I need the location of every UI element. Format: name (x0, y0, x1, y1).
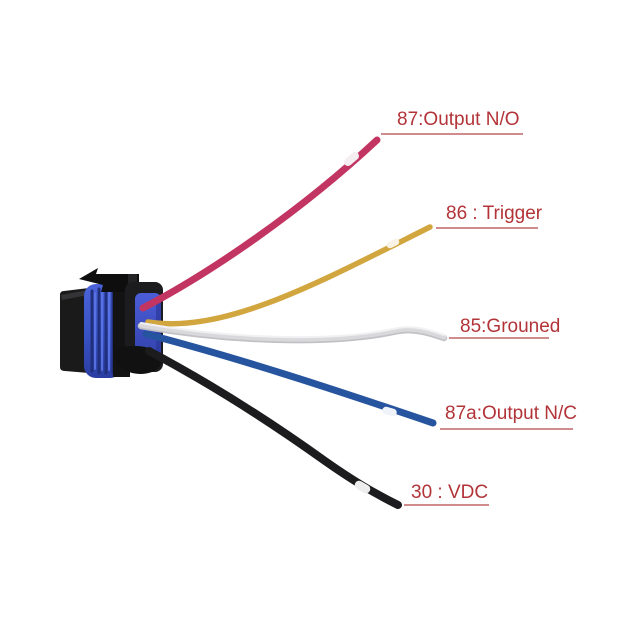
wires (137, 136, 448, 509)
label-pin-87: 87:Output N/O (381, 110, 523, 135)
wire-86-yellow (145, 224, 433, 327)
connector-latch (79, 268, 139, 292)
label-pin-30: 30 : VDC (404, 483, 489, 506)
wire-87-strip-gap (344, 152, 359, 166)
wire-85-highlight (140, 322, 445, 339)
connector-left-cap-highlight (61, 290, 88, 300)
label-pin-85: 85:Grouned (449, 317, 560, 339)
label-pin-87a: 87a:Output N/C (440, 404, 577, 430)
wire-85-white (138, 322, 447, 342)
wire-30-strip-gap (354, 480, 371, 494)
wire-87a-strip-gap (382, 406, 397, 417)
wire-87-pink (139, 136, 381, 312)
wire-86-strip-gap (386, 238, 400, 249)
connector-left-cap (60, 288, 89, 373)
label-pin-86: 86 : Trigger (436, 204, 542, 229)
